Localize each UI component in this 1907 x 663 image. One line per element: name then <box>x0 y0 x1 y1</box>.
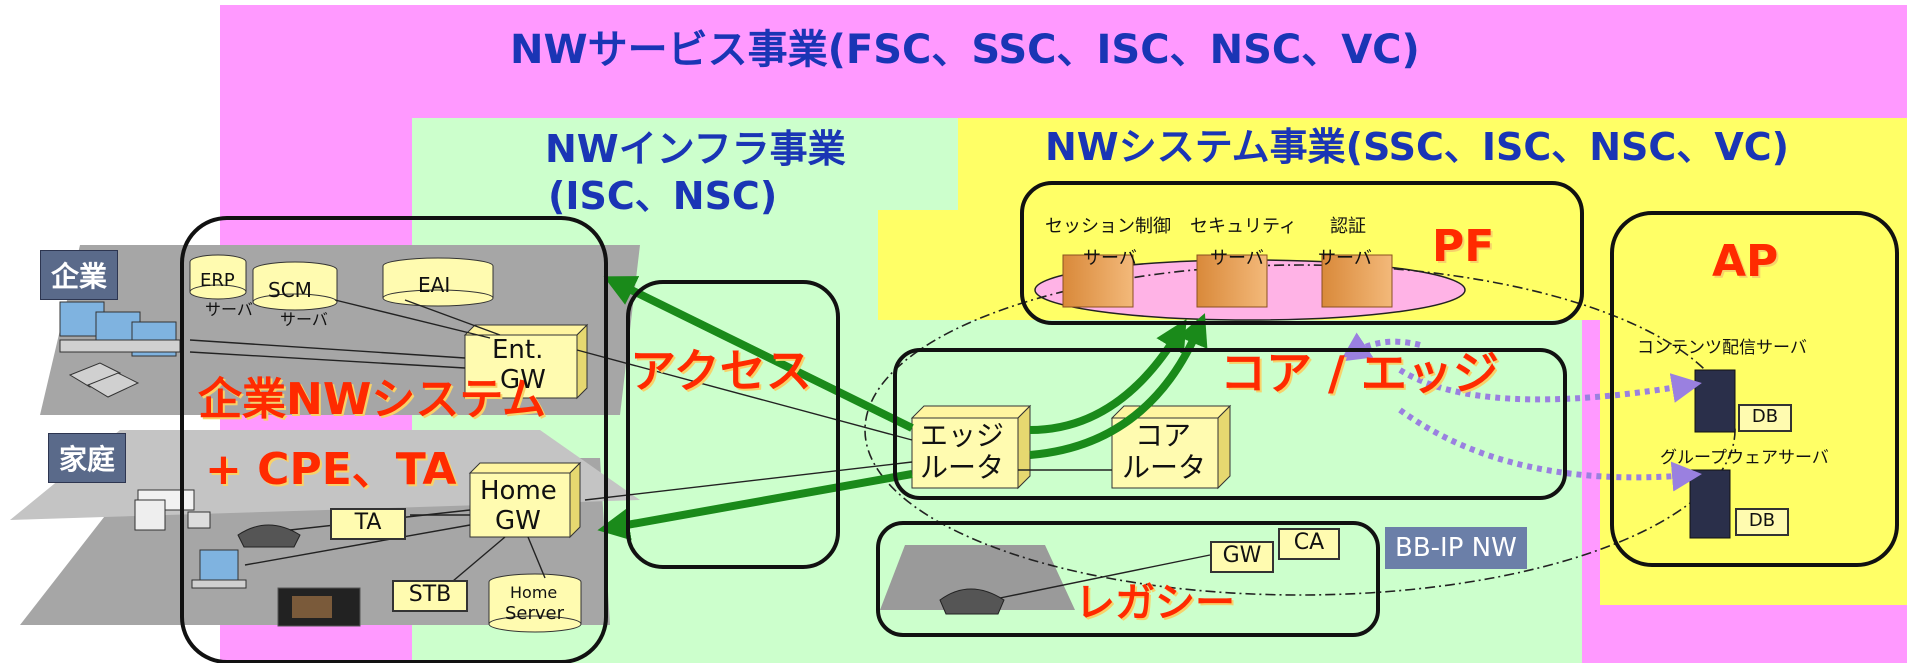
home-site-tag: 家庭 <box>48 433 127 483</box>
nw-system-title: NWシステム事業(SSC、ISC、NSC、VC) <box>1045 125 1789 169</box>
nw-system-region <box>878 118 1907 605</box>
scm-label: SCM <box>268 278 312 302</box>
core-router-box <box>1110 404 1232 490</box>
security-server-label-line1: セキュリティ <box>1190 216 1297 237</box>
eai-label: EAI <box>418 273 451 297</box>
edge-router-label-line2: ルータ <box>920 451 1005 484</box>
core-edge-label: コア / エッジ <box>1220 346 1499 400</box>
session-server-label-line1: セッション制御 <box>1045 216 1171 237</box>
nw-service-title: NWサービス事業(FSC、SSC、ISC、NSC、VC) <box>510 27 1420 73</box>
scm-server-label: サーバ <box>280 310 328 329</box>
erp-server-label: サーバ <box>205 300 253 319</box>
green-arrows <box>597 276 1208 541</box>
group-outlines <box>180 181 1899 663</box>
ent-gw-label-line1: Ent. <box>492 335 544 365</box>
core-router-label-line2: ルータ <box>1122 451 1207 484</box>
session-server-label-line2: サーバ <box>1083 248 1137 269</box>
erp-label: ERP <box>200 270 235 291</box>
violet-arrows <box>1340 332 1702 492</box>
home-devices <box>134 489 582 633</box>
nw-infra-title-line1: NWインフラ事業 <box>545 127 846 171</box>
home-gw-label-line1: Home <box>480 476 557 506</box>
home-server-label-line1: Home <box>510 583 558 602</box>
pf-label: PF <box>1432 221 1495 272</box>
ent-gw-box <box>463 323 589 400</box>
enterprise-pcs <box>59 301 181 398</box>
edge-router-box <box>910 404 1032 490</box>
enterprise-nw-label-line2: + CPE、TA <box>205 444 457 495</box>
core-router-label-line1: コア <box>1135 419 1192 452</box>
home-server-label-line2: Server <box>505 603 565 624</box>
legacy-phone-shape <box>939 588 1005 615</box>
content-server-label: コンテンツ配信サーバ <box>1637 338 1807 358</box>
bbip-nw-tag: BB-IP NW <box>1385 527 1527 569</box>
enterprise-cylinders <box>189 254 494 311</box>
db-box-2: DB <box>1735 508 1789 536</box>
legacy-ca-box: CA <box>1278 528 1340 560</box>
legacy-label: レガシー <box>1075 580 1235 626</box>
groupware-server-label: グループウェアサーバ <box>1660 448 1829 468</box>
enterprise-site-tag: 企業 <box>40 250 119 300</box>
edge-router-label-line1: エッジ <box>920 419 1005 452</box>
auth-server-label-line2: サーバ <box>1318 248 1372 269</box>
ta-box: TA <box>330 508 406 540</box>
home-gw-label-line2: GW <box>495 506 541 536</box>
home-gw-box <box>468 461 582 539</box>
auth-server-label-line1: 認証 <box>1330 216 1366 237</box>
access-label: アクセス <box>630 344 812 398</box>
enterprise-nw-label-line1: 企業NWシステム <box>198 374 547 425</box>
ap-label: AP <box>1712 236 1779 287</box>
connection-lines <box>189 299 1211 599</box>
legacy-platform <box>880 545 1075 610</box>
security-server-label-line2: サーバ <box>1210 248 1264 269</box>
ent-gw-label-line2: GW <box>500 365 546 395</box>
legacy-gw-box: GW <box>1210 541 1274 573</box>
stb-box: STB <box>392 580 468 612</box>
db-box-1: DB <box>1738 404 1792 432</box>
nw-infra-title-line2: (ISC、NSC) <box>548 174 778 218</box>
pf-servers <box>1062 254 1393 308</box>
